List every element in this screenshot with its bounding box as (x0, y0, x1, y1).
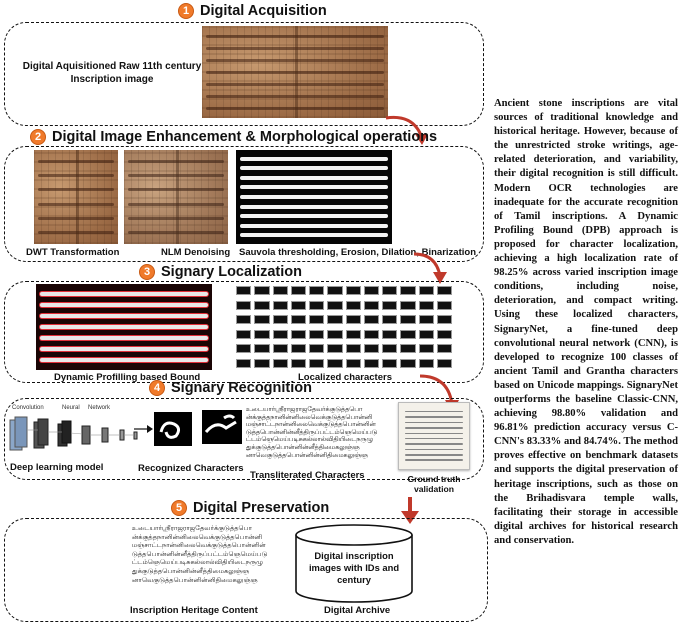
stage-title: Signary Recognition (171, 380, 312, 396)
dwt-image (34, 150, 118, 244)
preservation-panel (4, 518, 488, 622)
flow-arrow (134, 425, 153, 433)
digital-archive-cylinder (295, 524, 413, 603)
heritage-label: Inscription Heritage Content (130, 605, 258, 616)
stage-title: Signary Localization (161, 264, 302, 280)
raw-inscription-image (202, 26, 388, 118)
abstract-text: Ancient stone inscriptions are vital sou… (494, 98, 678, 546)
cnn-layer-label: Neural (62, 405, 80, 411)
flow-arrow (385, 115, 428, 145)
acquisition-caption: Digital Aquisitioned Raw 11th century In… (22, 61, 202, 85)
cnn-layer-label: Network (88, 405, 111, 411)
nlm-image (124, 150, 228, 244)
dwt-label: DWT Transformation (26, 247, 120, 258)
binarized-image (236, 150, 392, 244)
stage-1-header: 1 Digital Acquisition (178, 1, 327, 21)
stage-number-badge: 3 (139, 264, 155, 280)
stage-number-badge: 2 (30, 129, 46, 145)
stage-4-header: 4 Signary Recognition (149, 378, 312, 398)
cnn-layer-label: Convolution (12, 405, 44, 411)
enhancement-panel (4, 146, 484, 262)
chars-label: Localized characters (298, 372, 392, 383)
stage-title: Digital Image Enhancement & Morphologica… (52, 129, 438, 145)
transliteration-text: உடையார்ஸ்ரீராஜராஜதேவர்க்குடுத்தபொ ன்க்கு… (246, 405, 378, 459)
dpb-image (36, 284, 212, 370)
stage-title: Digital Acquisition (200, 3, 327, 19)
localization-panel (4, 281, 484, 383)
archive-label: Digital Archive (324, 605, 391, 616)
flow-arrow (401, 497, 419, 524)
heritage-text: உடையார்ஸ்ரீராஜராஜதேவர்க்குடுத்தபொ ன்க்கு… (132, 524, 268, 584)
stage-2-header: 2 Digital Image Enhancement & Morphologi… (30, 127, 437, 147)
stage-number-badge: 4 (149, 380, 165, 396)
stage-title: Digital Preservation (193, 500, 330, 516)
recognition-panel (4, 398, 484, 480)
stage-5-header: 5 Digital Preservation (171, 498, 329, 518)
nlm-label: NLM Denoising (161, 247, 231, 258)
morph-label: Sauvola thresholding, Erosion, Dilation,… (239, 247, 476, 258)
ground-truth-label: Ground truth validation (407, 474, 461, 494)
stage-3-header: 3 Signary Localization (139, 262, 302, 282)
stage-number-badge: 5 (171, 500, 187, 516)
cnn-diagram: Convolution Neural Network (9, 405, 138, 451)
stage-number-badge: 1 (178, 3, 194, 19)
dpb-label: Dynamic Profilling based Bound (54, 372, 201, 383)
dl-label: Deep learning model (10, 462, 104, 473)
recognized-label: Recognized Characters (138, 463, 244, 474)
flow-arrow (413, 252, 447, 284)
ground-truth-document (398, 402, 470, 470)
transliterated-label: Transliterated Characters (250, 470, 365, 481)
acquisition-panel (4, 22, 484, 126)
archive-text: Digital inscription images with IDs and … (308, 550, 400, 585)
recognized-char-1 (154, 412, 192, 446)
localized-characters-grid (236, 286, 452, 370)
recognized-char-2 (202, 410, 242, 444)
